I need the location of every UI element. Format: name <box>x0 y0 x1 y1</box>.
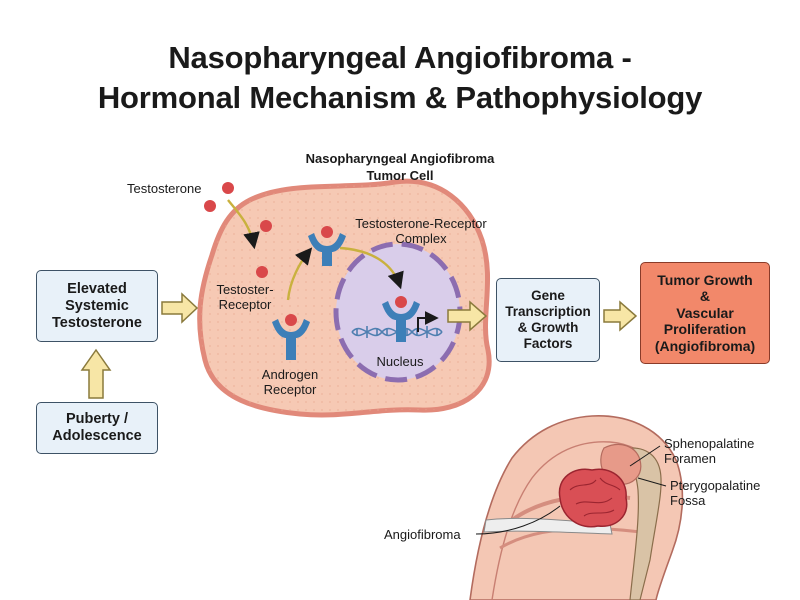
testosterone-molecule <box>204 200 216 212</box>
testosterone-molecule <box>222 182 234 194</box>
arrow-puberty-to-elevated <box>80 348 112 399</box>
cell-title-text: Nasopharyngeal Angiofibroma Tumor Cell <box>305 151 495 183</box>
angiofibroma-mass <box>558 468 628 528</box>
sphenopalatine-label: Sphenopalatine Foramen <box>664 436 755 466</box>
gene-transcription-label: Gene Transcription & Growth Factors <box>505 288 591 351</box>
title-line-2: Hormonal Mechanism & Pathophysiology <box>97 80 703 115</box>
arrow-nucleus-to-gene <box>447 300 488 332</box>
page-title: Nasopharyngeal Angiofibroma - Hormonal M… <box>0 38 800 118</box>
cell-title: Nasopharyngeal Angiofibroma Tumor Cell <box>250 150 550 184</box>
tumor-growth-box: Tumor Growth & Vascular Proliferation (A… <box>640 262 770 364</box>
testosterone-molecule <box>256 266 268 278</box>
transcription-start-icon <box>417 311 439 332</box>
elevated-testosterone-label: Elevated Systemic Testosterone <box>52 280 142 331</box>
angiofibroma-label: Angiofibroma <box>384 527 461 542</box>
leader-line-pterygopalatine <box>637 477 667 487</box>
complex-label: Testosterone-Receptor Complex <box>355 216 487 246</box>
nuclear-translocation-arrow <box>339 246 404 290</box>
complex-formation-arrow <box>286 247 313 301</box>
tumor-growth-label: Tumor Growth & Vascular Proliferation (A… <box>654 271 756 354</box>
nuclear-receptor-icon <box>382 296 420 342</box>
receptor-complex-icon <box>308 226 346 266</box>
androgen-receptor-label: Androgen Receptor <box>261 367 319 397</box>
leader-line-sphenopalatine <box>629 445 661 467</box>
gene-transcription-box: Gene Transcription & Growth Factors <box>496 278 600 362</box>
arrow-gene-to-tumor <box>603 300 638 332</box>
arrow-elevated-to-cell <box>161 292 199 324</box>
leader-line-angiofibroma <box>475 505 561 535</box>
binding-arrow <box>227 199 260 250</box>
testosterone-label: Testosterone <box>127 181 202 196</box>
androgen-receptor-icon <box>272 314 310 360</box>
pterygopalatine-label: Pterygopalatine Fossa <box>670 478 761 508</box>
testosterone-molecule <box>260 220 272 232</box>
nucleus-label: Nucleus <box>376 354 424 369</box>
puberty-box: Puberty / Adolescence <box>36 402 158 454</box>
title-line-1: Nasopharyngeal Angiofibroma - <box>168 40 632 75</box>
puberty-label: Puberty / Adolescence <box>52 411 142 444</box>
elevated-testosterone-box: Elevated Systemic Testosterone <box>36 270 158 342</box>
testoster-receptor-label: Testoster- Receptor <box>216 282 274 312</box>
